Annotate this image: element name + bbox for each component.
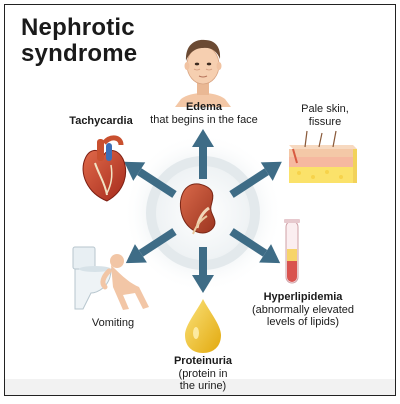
proteinuria-name: Proteinuria	[173, 355, 233, 367]
pale-skin-line-1: Pale skin,	[301, 103, 349, 115]
arrow-upper-right	[229, 161, 282, 198]
arrow-down	[192, 247, 214, 293]
label-proteinuria: Proteinuria (protein in the urine)	[153, 355, 253, 393]
vomiting-name: Vomiting	[91, 317, 135, 329]
skin-section-icon	[289, 130, 357, 183]
test-tube-icon	[284, 219, 300, 284]
page-title: Nephrotic syndrome	[21, 15, 137, 67]
label-hyperlipidemia: Hyperlipidemia (abnormally elevated leve…	[243, 291, 363, 329]
tachycardia-name: Tachycardia	[69, 115, 133, 127]
arrow-lower-left	[125, 228, 177, 264]
urine-drop-icon	[185, 299, 221, 353]
proteinuria-detail-1: (protein in	[178, 367, 228, 380]
hyperlipidemia-name: Hyperlipidemia	[263, 291, 343, 303]
diagram-canvas	[5, 39, 395, 395]
label-edema: Edema that begins in the face	[129, 101, 279, 126]
pale-skin-line-2: fissure	[308, 115, 342, 128]
edema-detail: that begins in the face	[150, 113, 258, 126]
label-tachycardia: Tachycardia	[61, 115, 141, 128]
edema-name: Edema	[185, 101, 223, 113]
face-icon	[175, 39, 231, 107]
diagram-frame: Nephrotic syndrome Edema that begins in …	[4, 4, 396, 396]
title-line-1: Nephrotic	[21, 14, 135, 41]
vomiting-person-icon	[72, 246, 149, 310]
arrow-up	[192, 129, 214, 179]
arrow-lower-right	[229, 228, 281, 264]
title-line-2: syndrome	[21, 40, 138, 67]
arrow-group	[124, 129, 282, 293]
arrow-upper-left	[124, 161, 177, 198]
label-vomiting: Vomiting	[73, 317, 153, 330]
proteinuria-detail-2: the urine)	[179, 380, 227, 392]
kidney-icon	[179, 183, 216, 235]
hyperlipidemia-detail-2: levels of lipids)	[266, 316, 340, 328]
footer-band	[5, 379, 395, 395]
heart-icon	[82, 135, 127, 202]
label-pale-skin: Pale skin, fissure	[285, 103, 365, 128]
hyperlipidemia-detail-1: (abnormally elevated	[251, 303, 355, 316]
